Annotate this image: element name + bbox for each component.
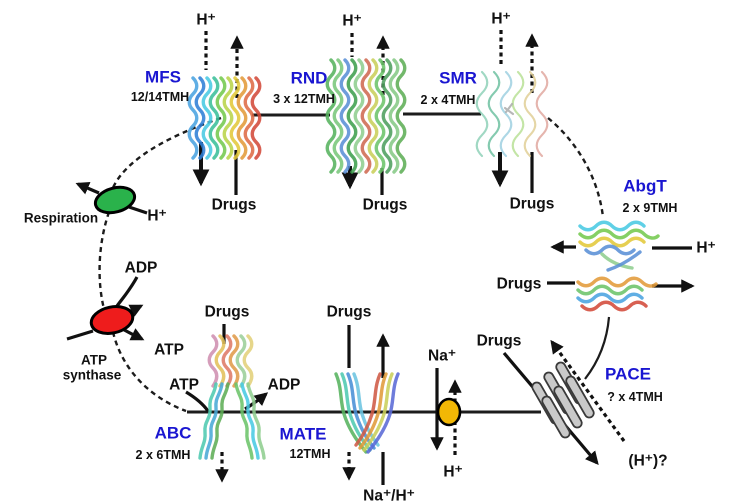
family-name-abc: ABC <box>154 423 192 443</box>
adp-feed-synthase <box>115 276 139 307</box>
drugs-label-smr: Drugs <box>509 195 555 213</box>
atp-synthase-label-line1: ATP <box>81 352 107 368</box>
mfs-structure <box>187 76 262 160</box>
adp-label-abc: ADP <box>267 376 301 394</box>
abgt-structure <box>576 220 660 312</box>
adp-label-synthase: ADP <box>124 259 158 277</box>
family-name-rnd: RND <box>290 68 328 88</box>
drugs-label-pace: Drugs <box>476 332 522 350</box>
family-name-pace: PACE <box>605 364 651 384</box>
rnd-structure <box>325 58 407 174</box>
drugs-label-abc: Drugs <box>204 303 250 321</box>
family-name-mate: MATE <box>279 424 327 444</box>
drugs-label-abgt: Drugs <box>496 275 542 293</box>
proton-label-respiration: H⁺ <box>147 207 167 225</box>
proton-label-abgt: H⁺ <box>696 239 716 257</box>
atp-label-synthase-out: ATP <box>154 341 184 359</box>
proton-label-mfs: H⁺ <box>196 11 216 29</box>
proton-label-antiporter: H⁺ <box>443 463 463 481</box>
drugs-label-rnd: Drugs <box>362 196 408 214</box>
atp-feed-abc <box>185 390 210 412</box>
abgt-transport-arrows <box>547 240 695 293</box>
family-tmh-rnd: 3 x 12TMH <box>273 91 335 106</box>
family-tmh-smr: 2 x 4TMH <box>420 92 476 107</box>
family-name-abgt: AbgT <box>623 176 667 196</box>
smr-structure <box>475 70 549 158</box>
family-tmh-pace: ? x 4TMH <box>607 389 663 404</box>
abc-structure <box>198 334 266 460</box>
mate-transport-arrows <box>342 325 390 485</box>
family-tmh-abc: 2 x 6TMH <box>135 447 191 462</box>
respiration-proton-line <box>128 205 148 215</box>
family-tmh-abgt: 2 x 9TMH <box>622 200 678 215</box>
synthase-whisker <box>66 329 94 341</box>
respiration-efflux-arrow <box>75 182 100 195</box>
proton-influx-arrow-pace <box>550 339 626 442</box>
na-h-antiporter-arrows <box>430 368 462 455</box>
drugs-label-mfs: Drugs <box>211 196 257 214</box>
drugs-label-mate: Drugs <box>326 303 372 321</box>
respiration-label: Respiration <box>23 210 99 226</box>
atp-synthase-pump <box>89 305 135 335</box>
respiration-arrows <box>75 182 148 215</box>
family-tmh-mate: 12TMH <box>289 446 331 461</box>
family-tmh-mfs: 12/14TMH <box>130 89 190 104</box>
proton-label-smr: H⁺ <box>491 10 511 28</box>
atp-label-abc: ATP <box>169 376 199 394</box>
smr-transport-arrows <box>491 30 539 193</box>
mate-structure <box>334 372 400 454</box>
sodium-label: Na⁺ <box>428 347 456 365</box>
family-name-mfs: MFS <box>145 67 181 87</box>
family-name-smr: SMR <box>439 68 477 88</box>
proton-label-rnd: H⁺ <box>342 12 362 30</box>
pace-helices <box>531 361 595 439</box>
proton-question-label: (H⁺)? <box>628 452 668 470</box>
na-h-antiporter <box>436 397 462 427</box>
atp-synthase-label-line2: synthase <box>62 367 122 383</box>
membrane-outline <box>98 112 611 414</box>
sodium-proton-label: Na⁺/H⁺ <box>363 487 415 504</box>
respiration-pump <box>93 185 137 215</box>
